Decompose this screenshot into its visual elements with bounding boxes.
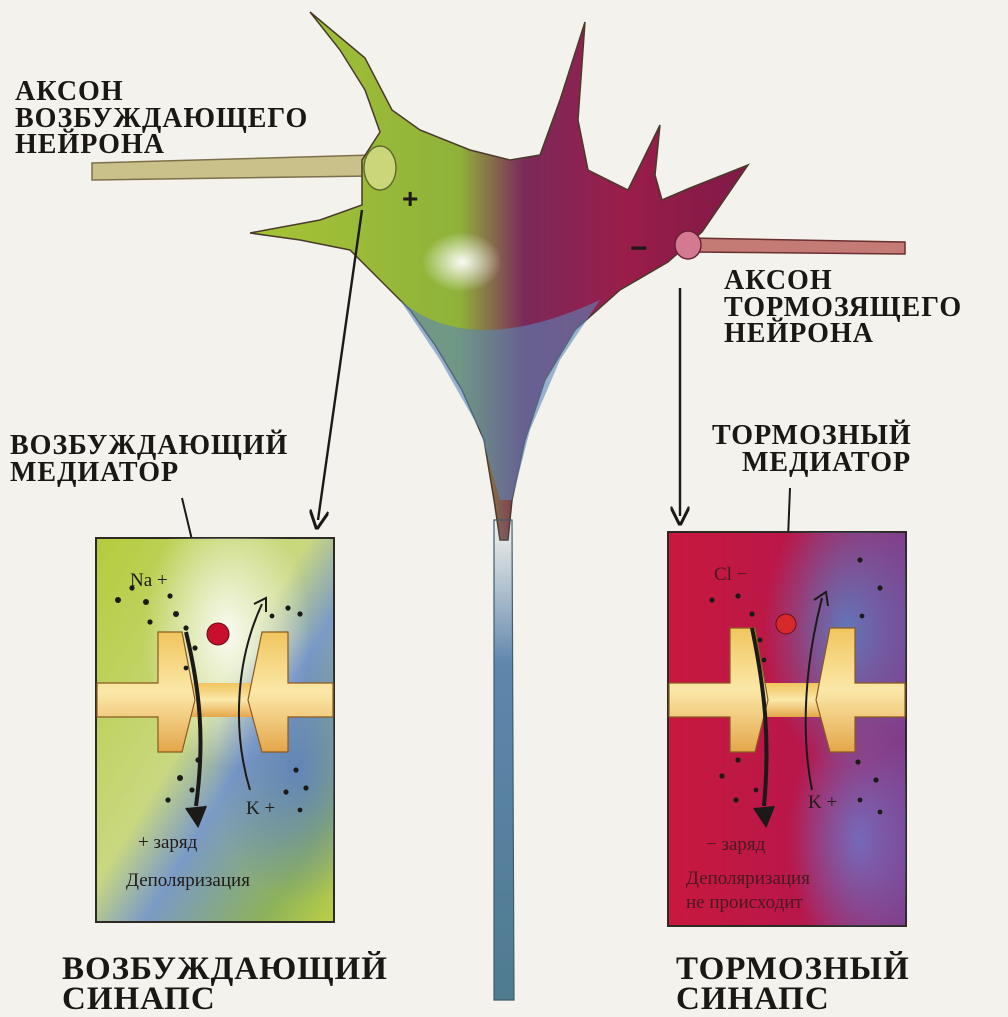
excitatory-charge: + заряд: [138, 832, 198, 853]
excitatory-bouton: [364, 146, 396, 190]
inhibitory-charge: − заряд: [706, 834, 766, 855]
inhibitory-axon-label: АКСОН ТОРМОЗЯЩЕГО НЕЙРОНА: [724, 268, 962, 348]
inhibitory-result-line1: Деполяризация: [686, 868, 810, 889]
inhibitory-synapse-label: ТОРМОЗНЫЙ СИНАПС: [676, 954, 910, 1015]
inhibitory-mediator-label: ТОРМОЗНЫЙ МЕДИАТОР: [712, 423, 912, 476]
inhibitory-ion-out: K +: [808, 792, 837, 813]
inhibitory-result-line2: не происходит: [686, 892, 803, 913]
excitatory-result: Деполяризация: [126, 870, 250, 891]
excitatory-pointer-arrow: [318, 210, 362, 520]
inhibitory-axon: [690, 238, 905, 254]
minus-sign: −: [630, 232, 648, 265]
soma-lower-tint: [400, 300, 600, 500]
excitatory-mediator-label: ВОЗБУЖДАЮЩИЙ МЕДИАТОР: [10, 433, 288, 486]
plus-sign: +: [402, 183, 418, 214]
excitatory-axon-label: АКСОН ВОЗБУЖДАЮЩЕГО НЕЙРОНА: [15, 79, 308, 159]
excitatory-ion-out: K +: [246, 798, 275, 819]
neuron-axon-trunk: [494, 520, 514, 1000]
inhibitory-ion-in: Cl −: [714, 564, 747, 585]
soma-highlight: [422, 232, 502, 292]
inhibitory-bouton: [675, 231, 701, 259]
excitatory-synapse-label: ВОЗБУЖДАЮЩИЙ СИНАПС: [62, 954, 388, 1015]
excitatory-synapse-box: [96, 538, 334, 922]
excitatory-ion-in: Na +: [130, 570, 168, 591]
excitatory-mediator-dot: [207, 623, 229, 645]
inhibitory-synapse-box: [668, 532, 906, 926]
inhibitory-mediator-dot: [776, 614, 796, 634]
